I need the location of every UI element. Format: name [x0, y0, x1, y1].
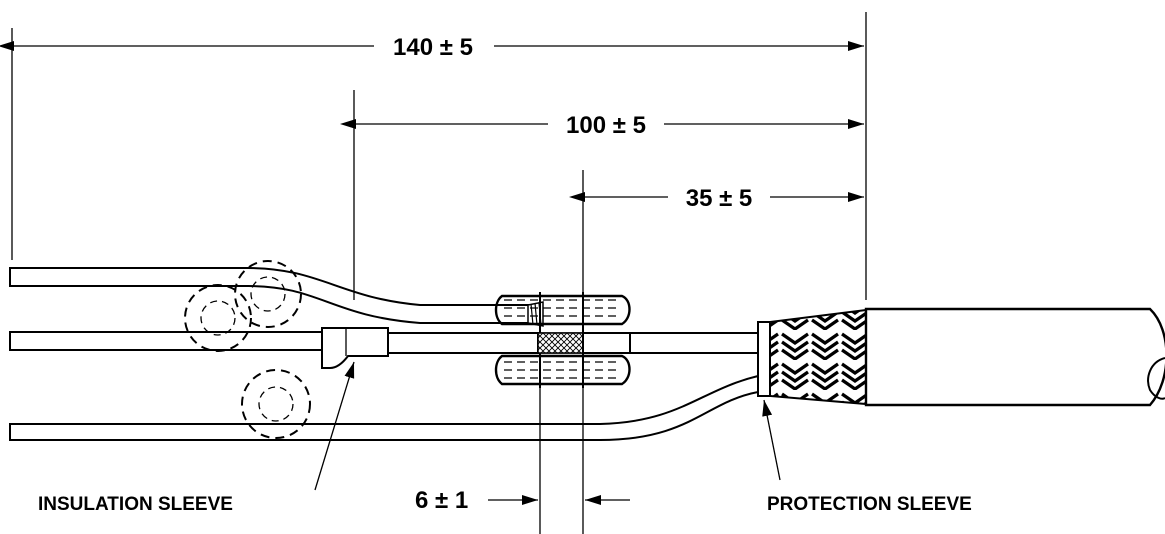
wire-middle — [9, 327, 539, 369]
wire-top — [9, 267, 544, 327]
protection-sleeve-part — [757, 321, 771, 397]
wire-loops — [184, 260, 311, 439]
dimension-short: 35 ± 5 — [569, 185, 864, 212]
dimension-middle: 100 ± 5 — [340, 112, 864, 139]
dimension-overall: 140 ± 5 — [0, 34, 864, 61]
shield-assembly — [757, 308, 867, 406]
callout-leaders — [314, 361, 781, 491]
dimension-middle-label: 100 ± 5 — [566, 112, 646, 139]
cable-jacket — [864, 307, 1165, 407]
insulation-sleeve-label: INSULATION SLEEVE — [38, 494, 233, 515]
extension-lines — [11, 12, 867, 534]
dimension-short-label: 35 ± 5 — [686, 185, 753, 212]
wire-bottom — [9, 374, 759, 441]
braided-shield — [769, 308, 867, 406]
protection-sleeve-label: PROTECTION SLEEVE — [767, 494, 972, 515]
dimension-gap-label: 6 ± 1 — [415, 487, 468, 514]
dimension-overall-label: 140 ± 5 — [393, 34, 473, 61]
dimension-gap: 6 ± 1 — [415, 487, 630, 514]
crimp-ferrule — [494, 292, 631, 388]
insulation-sleeve-part — [321, 327, 389, 369]
